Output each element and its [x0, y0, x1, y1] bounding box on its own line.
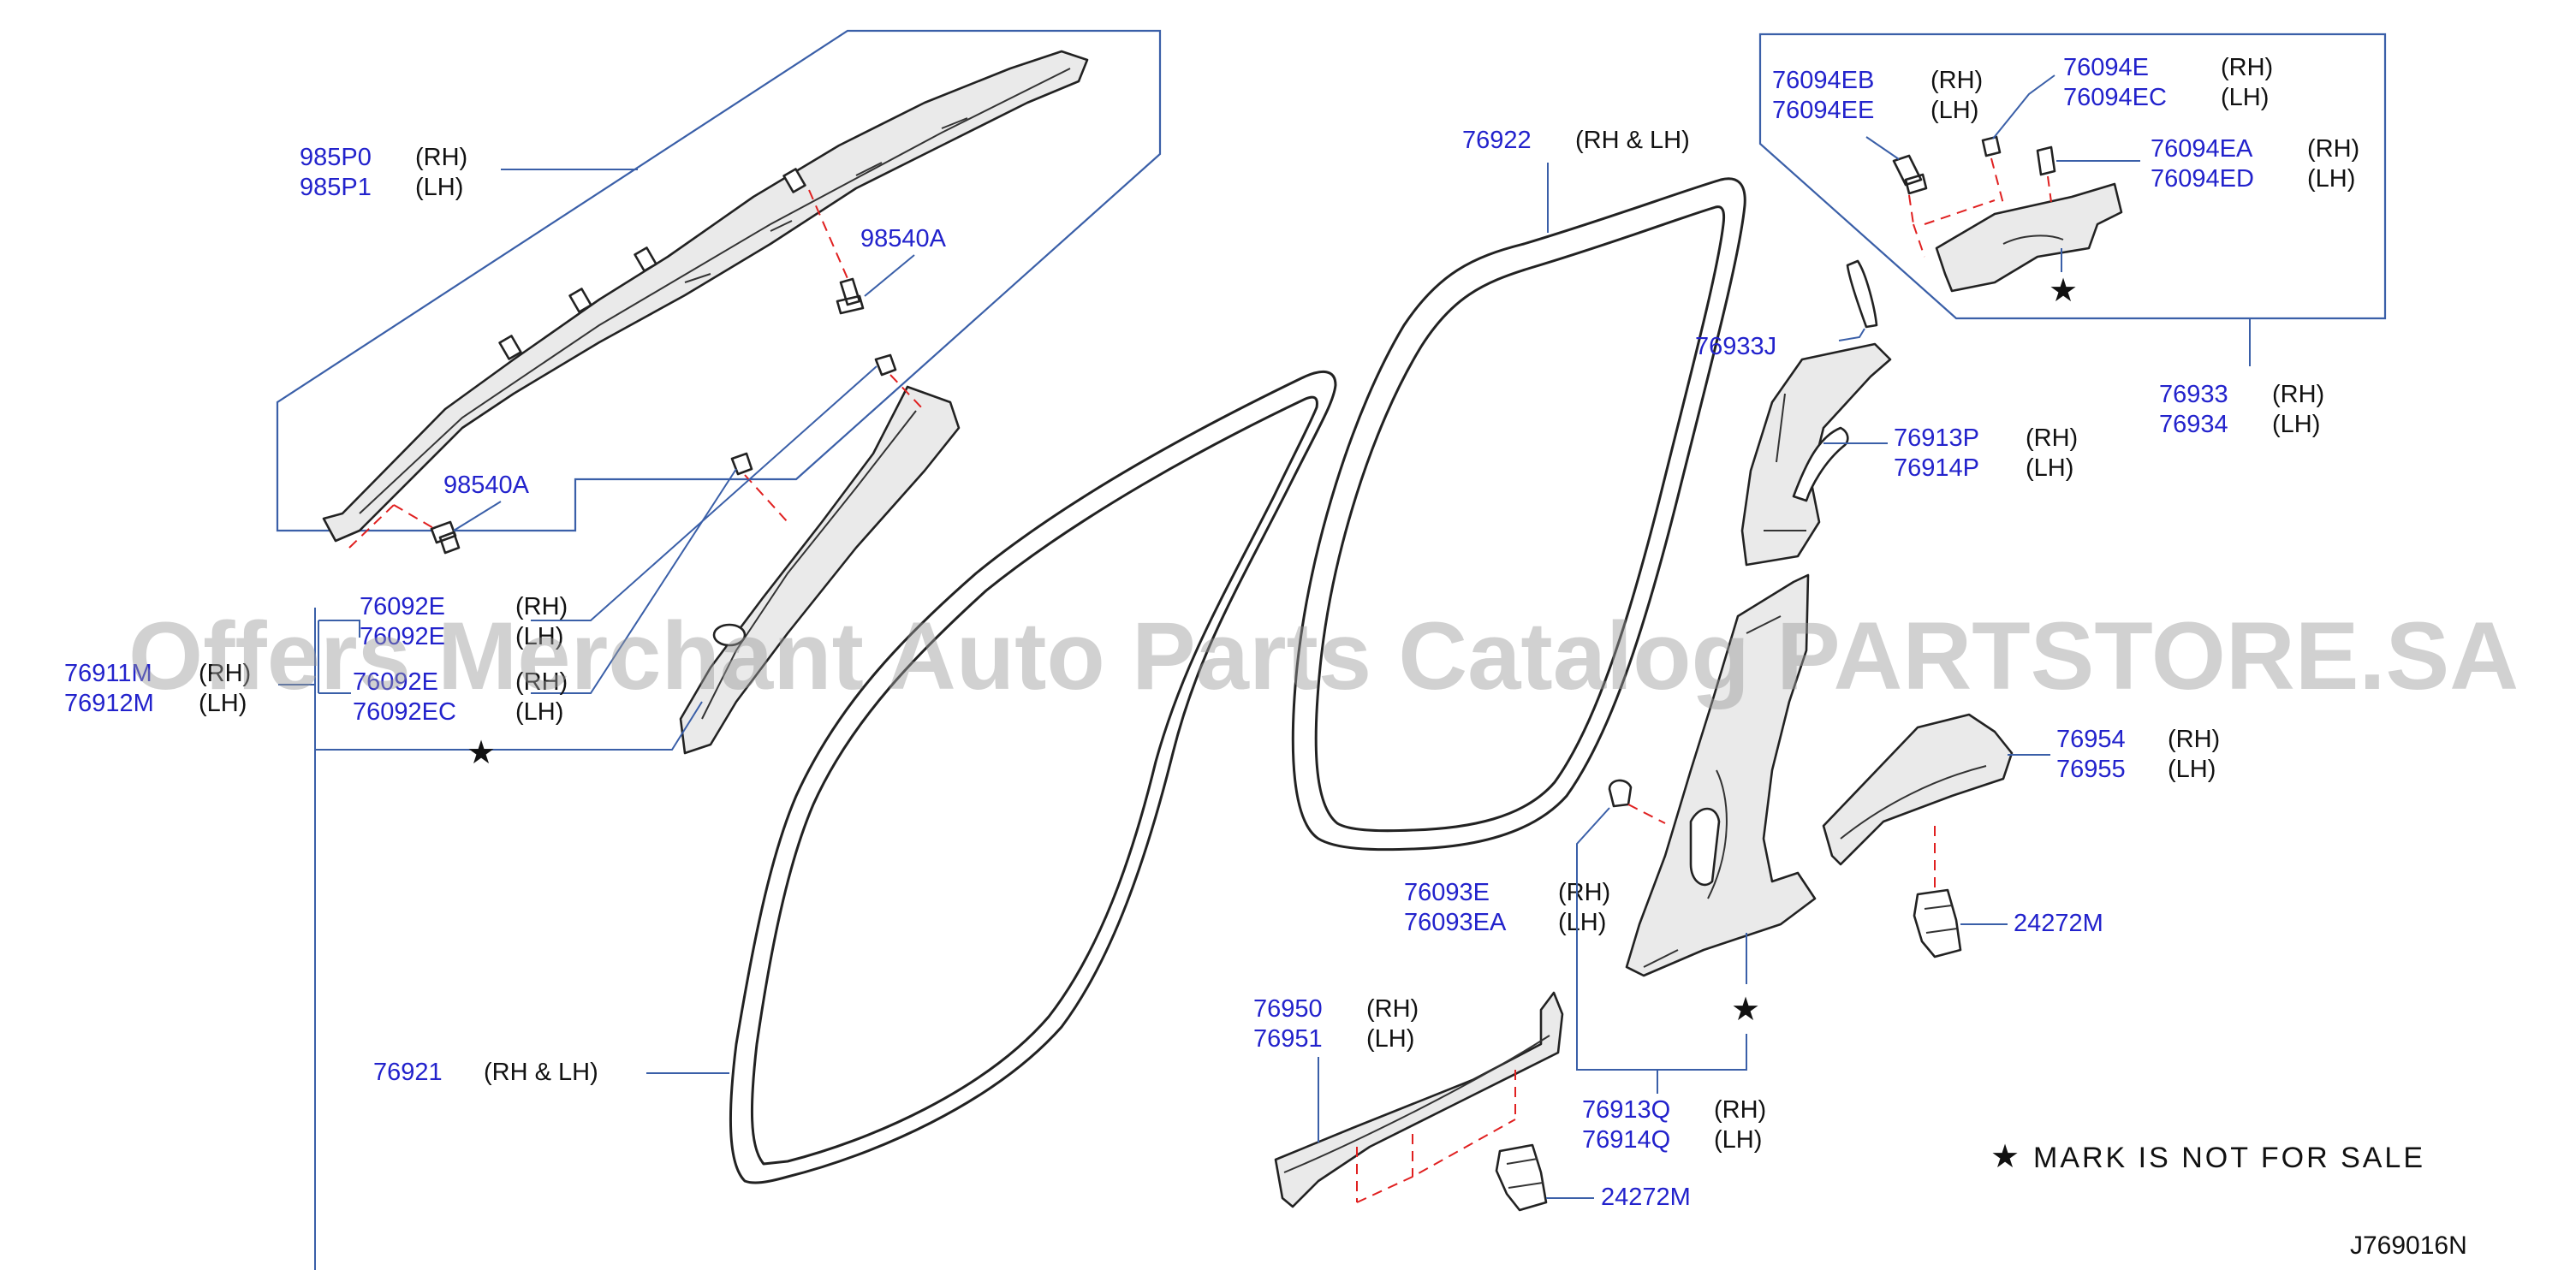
side-rh: (RH) — [2307, 135, 2359, 163]
part-number-76094E: 76094E — [2063, 54, 2149, 81]
watermark: Offers Merchant Auto Parts Catalog PARTS… — [128, 602, 2519, 709]
side-rh: (RH) — [515, 668, 568, 696]
part-number-76921: 76921 — [373, 1059, 443, 1086]
part-number-76933J: 76933J — [1695, 333, 1776, 360]
part-number-76093E: 76093E — [1404, 879, 1490, 906]
curtain-airbag — [322, 50, 1089, 543]
side-lh: (LH) — [2168, 756, 2216, 783]
side-rh: (RH) — [515, 593, 568, 620]
side-lh: (LH) — [1931, 97, 1978, 124]
part-number-76092EC: 76092EC — [353, 698, 456, 726]
part-number-76094EC: 76094EC — [2063, 84, 2167, 111]
part-number-98540A-bottom: 98540A — [443, 472, 530, 499]
part-number-76094EB: 76094EB — [1772, 67, 1874, 94]
star-icon: ★ — [1731, 992, 1760, 1028]
clip-76094EA — [2036, 145, 2056, 176]
part-number-76092E-1: 76092E — [360, 593, 445, 620]
part-number-76955: 76955 — [2056, 756, 2126, 783]
side-rh: (RH) — [199, 660, 251, 687]
part-number-24272M-right: 24272M — [2014, 910, 2103, 937]
rear-door-weatherstrip — [1291, 177, 1746, 852]
clip-76093E — [1608, 779, 1633, 808]
clip-24272M-bottom — [1495, 1143, 1548, 1212]
part-number-76951: 76951 — [1253, 1025, 1323, 1053]
clip-24272M-right — [1913, 888, 1962, 958]
part-number-76912M: 76912M — [64, 690, 154, 717]
side-rh: (RH) — [2272, 381, 2324, 408]
part-number-76913P: 76913P — [1894, 424, 1979, 452]
side-lh: (LH) — [515, 698, 563, 726]
diagram-code: J769016N — [2350, 1231, 2467, 1260]
part-number-24272M-bottom: 24272M — [1601, 1184, 1691, 1211]
side-lh: (LH) — [1558, 909, 1606, 936]
part-number-76922: 76922 — [1462, 127, 1532, 154]
side-rh: (RH) — [1366, 995, 1419, 1023]
front-door-weatherstrip — [729, 371, 1337, 1184]
part-number-76913Q: 76913Q — [1582, 1096, 1670, 1124]
side-lh: (LH) — [515, 623, 563, 650]
bolt-98540A-top — [836, 277, 865, 315]
part-number-76933: 76933 — [2159, 381, 2228, 408]
part-number-76954: 76954 — [2056, 726, 2126, 753]
not-for-sale-note: MARK IS NOT FOR SALE — [2033, 1142, 2425, 1174]
part-number-76911M: 76911M — [64, 660, 152, 687]
side-rh: (RH) — [2221, 54, 2273, 81]
side-rh: (RH) — [2168, 726, 2220, 753]
part-number-76934: 76934 — [2159, 411, 2228, 438]
rear-kicking-plate — [1822, 713, 2014, 866]
clip-76094E — [1981, 135, 2002, 157]
part-number-76094EA: 76094EA — [2151, 135, 2253, 163]
side-rh: (RH) — [1931, 67, 1983, 94]
side-lh: (LH) — [415, 174, 463, 201]
part-number-76094ED: 76094ED — [2151, 165, 2254, 193]
star-icon: ★ — [1990, 1139, 2020, 1175]
side-lh: (LH) — [2221, 84, 2269, 111]
rear-pillar-group-box — [1758, 33, 2387, 320]
side-lh: (LH) — [2272, 411, 2320, 438]
side-rh-and-lh: (RH & LH) — [484, 1059, 598, 1086]
side-rh: (RH) — [415, 144, 467, 171]
clip-76092E-upper — [874, 353, 897, 377]
side-lh: (LH) — [199, 690, 247, 717]
part-number-98540A-top: 98540A — [860, 225, 947, 252]
side-rh-and-lh: (RH & LH) — [1575, 127, 1690, 154]
part-number-76092E-3: 76092E — [353, 668, 438, 696]
part-number-76092E-2: 76092E — [360, 623, 445, 650]
pillar-clip-strip — [1846, 259, 1878, 329]
star-icon: ★ — [2049, 273, 2078, 309]
bolt-98540A-bottom — [430, 520, 461, 555]
side-rh: (RH) — [1558, 879, 1610, 906]
side-rh: (RH) — [2026, 424, 2078, 452]
side-lh: (LH) — [2307, 165, 2355, 193]
center-pillar-lower-garnish — [1625, 573, 1817, 977]
part-number-76950: 76950 — [1253, 995, 1323, 1023]
airbag-group-box — [276, 29, 1162, 532]
part-number-76094EE: 76094EE — [1772, 97, 1874, 124]
part-number-76914Q: 76914Q — [1582, 1126, 1670, 1154]
part-number-76093EA: 76093EA — [1404, 909, 1507, 936]
side-lh: (LH) — [2026, 454, 2073, 482]
part-number-76914P: 76914P — [1894, 454, 1979, 482]
star-icon: ★ — [467, 735, 496, 771]
side-lh: (LH) — [1714, 1126, 1762, 1154]
part-number-985P1: 985P1 — [300, 174, 372, 201]
side-lh: (LH) — [1366, 1025, 1414, 1053]
rear-pillar-finisher-upper — [1935, 182, 2123, 293]
side-rh: (RH) — [1714, 1096, 1766, 1124]
clip-76094EB — [1892, 154, 1928, 195]
front-pillar-garnish — [679, 385, 961, 755]
part-number-985P0: 985P0 — [300, 144, 372, 171]
